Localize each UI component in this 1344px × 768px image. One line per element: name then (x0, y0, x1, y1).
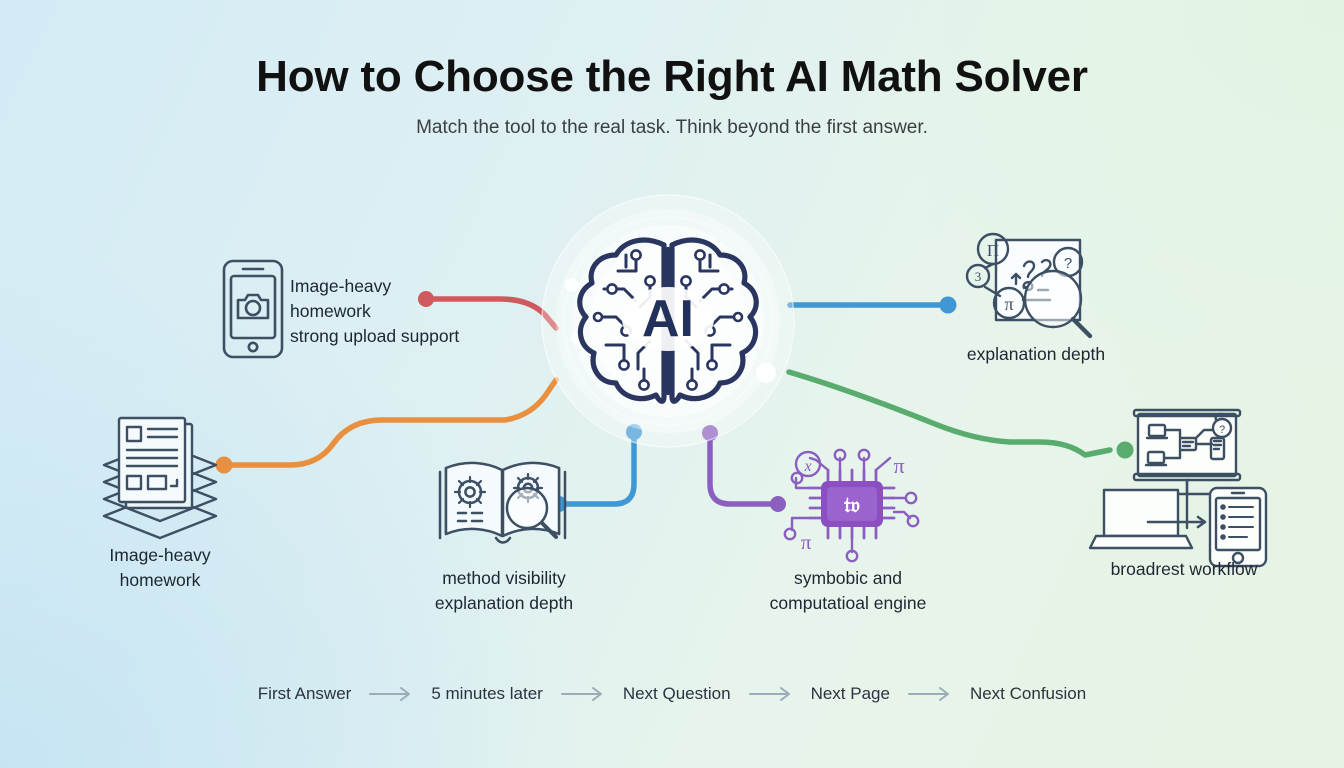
flow-step-next-page: Next Page (810, 684, 890, 703)
cpu-chip-math-icon: 𝔱𝔳 x π π (783, 448, 920, 563)
arrow-right-icon (368, 686, 414, 702)
node-label-workflow-devices: broadrest workflow (1110, 559, 1258, 579)
node-label-math-chip: symbobic and computatioal engine (769, 568, 927, 613)
connector-endpoint-dot (215, 456, 233, 474)
arrow-right-icon (560, 686, 606, 702)
svg-text:π: π (893, 453, 904, 478)
svg-text:𝔱𝔳: 𝔱𝔳 (843, 493, 860, 517)
document-stack-icon (102, 416, 218, 540)
connector-endpoint-dot (770, 496, 786, 512)
hub-label: AI (642, 290, 694, 348)
page-subtitle: Match the tool to the real task. Think b… (416, 117, 928, 139)
svg-text:Π: Π (987, 241, 999, 260)
connector-endpoint-dot (702, 425, 718, 441)
svg-text:?: ? (1064, 255, 1072, 272)
devices-workflow-icon: ? (1088, 408, 1268, 568)
flow-step-next-confusion: Next Confusion (969, 684, 1087, 703)
arrow-right-icon (748, 686, 794, 702)
node-label-worksheet-stack: Image-heavy homework (109, 545, 211, 590)
connector-endpoint-dot (418, 291, 434, 307)
math-page-magnifier-icon: Π 3 π ? (965, 232, 1093, 339)
svg-text:x: x (803, 458, 811, 475)
connector-endpoint-dot (1116, 441, 1134, 459)
node-label-explanation-depth: explanation depth (966, 344, 1106, 364)
svg-text:?: ? (1219, 424, 1225, 436)
svg-text:3: 3 (975, 269, 982, 284)
svg-text:π: π (1004, 294, 1013, 314)
svg-text:π: π (801, 530, 812, 554)
page-title: How to Choose the Right AI Math Solver (256, 52, 1088, 101)
book-gears-magnifier-icon (438, 461, 567, 544)
node-label-phone-camera: Image-heavy homework strong upload suppo… (290, 276, 460, 346)
brain-circuit-icon: AI (541, 194, 795, 448)
flow-step-next-question: Next Question (622, 684, 731, 703)
arrow-right-icon (907, 686, 953, 702)
flow-step-5-minutes-later: 5 minutes later (431, 684, 543, 703)
header: How to Choose the Right AI Math Solver M… (0, 52, 1344, 139)
progression-flow: First Answer 5 minutes later Next Questi… (0, 684, 1344, 704)
smartphone-camera-icon (222, 259, 284, 359)
ai-hub: AI (540, 193, 796, 449)
connector-endpoint-dot (626, 424, 642, 440)
connector-workflow-devices (786, 369, 1134, 459)
connector-phone-camera (418, 291, 559, 331)
connector-explanation-depth (787, 296, 957, 314)
node-label-book-gears: method visibility explanation depth (434, 568, 574, 613)
connector-endpoint-dot (939, 296, 957, 314)
connector-math-chip (702, 425, 786, 512)
connector-worksheet-stack (215, 377, 559, 474)
flow-step-first-answer: First Answer (257, 684, 352, 703)
